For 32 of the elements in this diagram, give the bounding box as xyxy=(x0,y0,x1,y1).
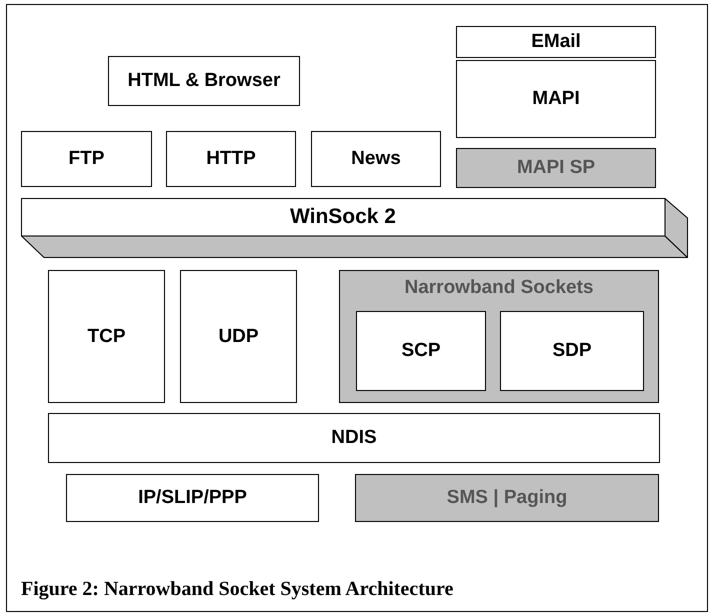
layer-box xyxy=(500,311,644,391)
group-title: Narrowband Sockets xyxy=(404,277,594,299)
layer-box xyxy=(180,270,297,403)
layer-label: TCP xyxy=(88,326,126,348)
layer-label: SDP xyxy=(552,340,592,362)
layer-label: MAPI SP xyxy=(516,157,596,179)
group-box xyxy=(339,270,659,403)
figure-caption: Figure 2: Narrowband Socket System Architecture xyxy=(21,578,454,601)
layer-box xyxy=(21,131,152,187)
layer-label: NDIS xyxy=(331,427,377,449)
layer-box xyxy=(48,413,660,463)
layer-label: SCP xyxy=(401,340,441,362)
layer-label: FTP xyxy=(68,148,104,170)
layer-label: IP/SLIP/PPP xyxy=(138,487,247,509)
layer-label: UDP xyxy=(218,326,259,348)
layer-label: News xyxy=(351,148,401,170)
layer-label: EMail xyxy=(531,31,581,53)
layer-box xyxy=(311,131,441,187)
layer-label: MAPI xyxy=(532,88,580,110)
layer-box xyxy=(66,474,319,522)
layer-box xyxy=(456,60,656,138)
layer-label: HTTP xyxy=(206,148,256,170)
layer-box xyxy=(108,56,300,106)
layer-box xyxy=(456,148,656,188)
layer-box xyxy=(166,131,296,187)
layer-label: SMS | Paging xyxy=(446,487,568,509)
layer-label: HTML & Browser xyxy=(128,70,280,92)
layer-box xyxy=(456,26,656,58)
layer-box xyxy=(356,311,486,391)
layer-box xyxy=(48,270,165,403)
layer-label: WinSock 2 xyxy=(288,205,397,229)
layer-box xyxy=(355,474,659,522)
